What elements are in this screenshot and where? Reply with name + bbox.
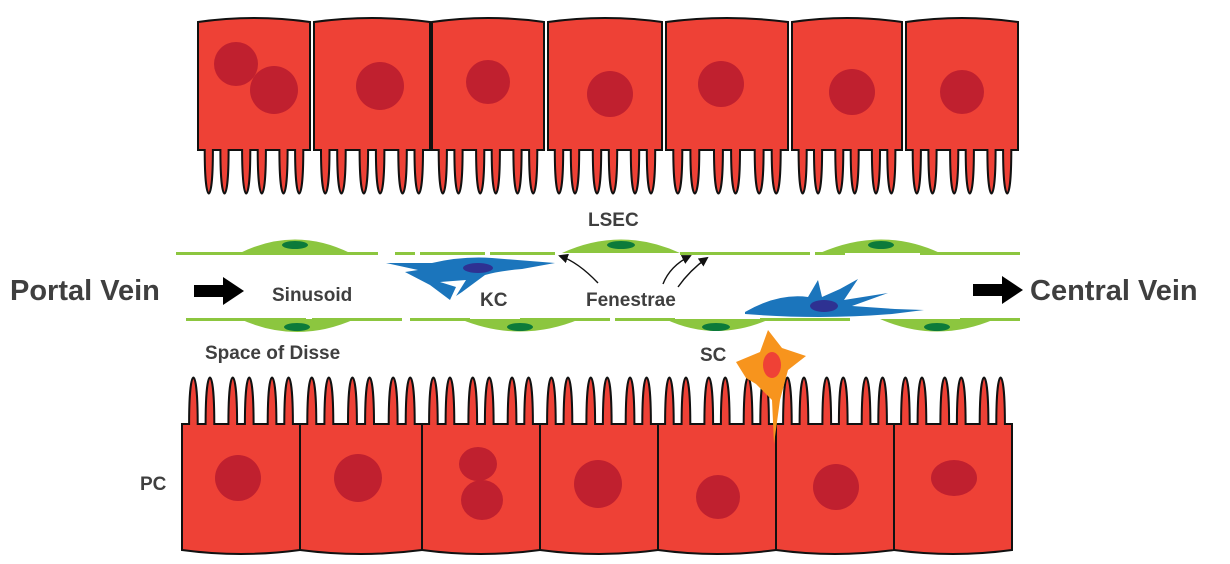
lsec-nucleus [282,241,308,249]
lsec-nucleus [924,323,950,331]
hepatocyte-top-1 [198,18,310,194]
lsec-nucleus [507,323,533,331]
lsec-label: LSEC [588,210,639,231]
lsec-lining-top [176,240,1020,256]
outflow-arrow-icon [973,276,1023,304]
lsec-lining-bottom [186,318,1020,332]
nucleus [334,454,382,502]
sinusoid-label: Sinusoid [272,285,352,306]
nucleus [459,447,497,481]
nucleus [215,455,261,501]
lsec-nucleus [702,323,730,331]
central-vein-label: Central Vein [1030,275,1198,307]
nucleus [574,460,622,508]
top-hepatocyte-row [198,18,1018,194]
kupffer-cell-2 [745,279,924,317]
portal-vein-label: Portal Vein [10,275,160,307]
nucleus [829,69,875,115]
bottom-hepatocyte-row [182,378,1012,555]
nucleus [356,62,404,110]
nucleus [813,464,859,510]
kc-label: KC [480,290,508,311]
space-of-disse-label: Space of Disse [205,343,340,364]
fenestrae-pointers [560,256,707,287]
kupffer-cell-1 [386,258,555,300]
hepatocyte-top-3 [432,18,544,194]
nucleus [698,61,744,107]
nucleus [587,71,633,117]
hepatocyte-bottom-5 [658,378,776,555]
nucleus [931,460,977,496]
lsec-nucleus [868,241,894,249]
pc-label: PC [140,474,167,495]
nucleus [250,66,298,114]
nucleus [466,60,510,104]
nucleus [214,42,258,86]
lsec-nucleus [607,241,635,249]
nucleus [696,475,740,519]
nucleus [461,480,503,520]
inflow-arrow-icon [194,277,244,305]
fenestrae-label: Fenestrae [586,290,676,311]
nucleus [940,70,984,114]
sc-label: SC [700,345,727,366]
lsec-nucleus [284,323,310,331]
